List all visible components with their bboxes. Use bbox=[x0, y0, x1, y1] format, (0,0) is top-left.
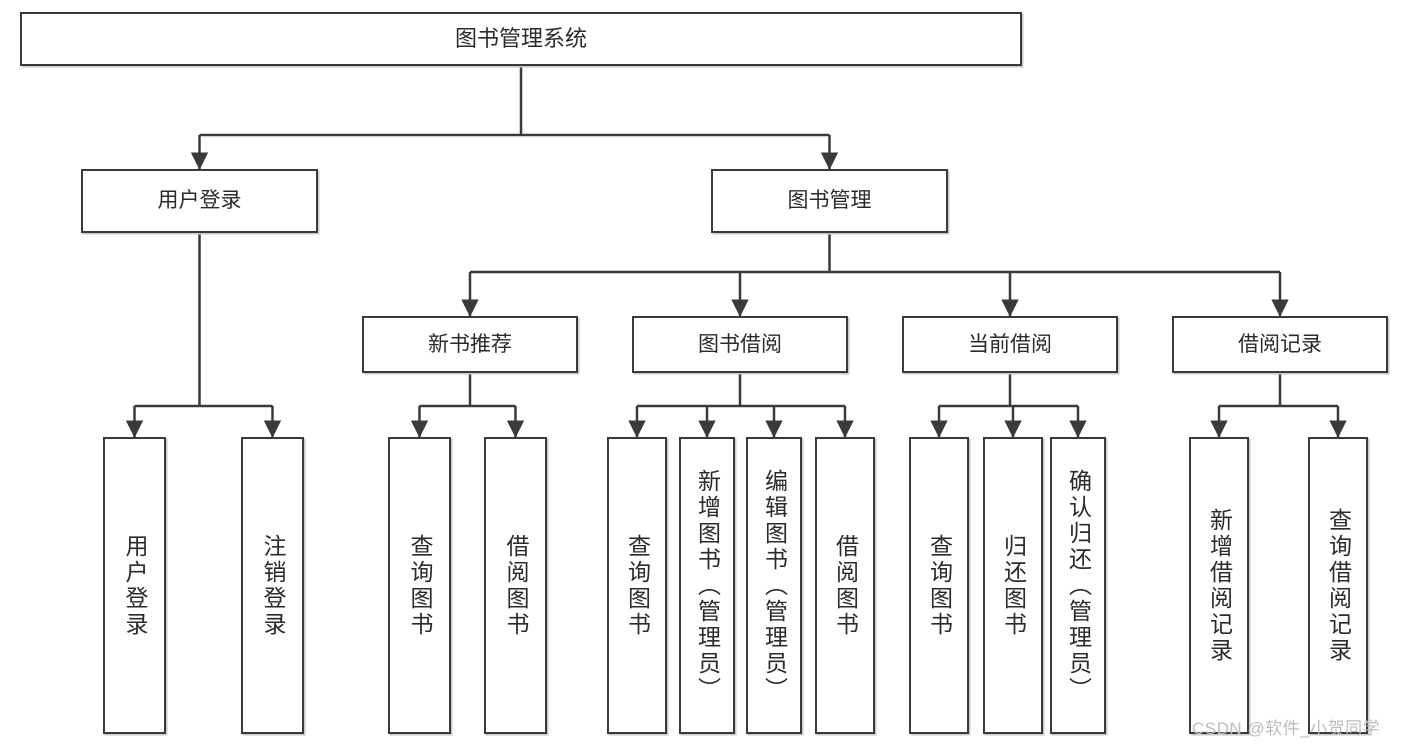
node-label: 借阅图书 bbox=[832, 533, 859, 638]
node-label: 图书借阅 bbox=[698, 332, 782, 356]
node-label: 图书管理 bbox=[787, 189, 872, 213]
node-leaf-query-book-1[interactable]: 查询图书 bbox=[388, 437, 451, 734]
node-label: 查询借阅记录 bbox=[1325, 507, 1352, 664]
node-leaf-user-login[interactable]: 用户登录 bbox=[103, 437, 166, 734]
node-label: 确认归还（管理员） bbox=[1065, 468, 1092, 703]
node-leaf-query-book-3[interactable]: 查询图书 bbox=[909, 437, 969, 734]
node-label: 新增借阅记录 bbox=[1206, 507, 1233, 664]
node-current-borrow[interactable]: 当前借阅 bbox=[902, 316, 1118, 373]
node-label: 查询图书 bbox=[407, 533, 433, 638]
node-leaf-user-logout[interactable]: 注销登录 bbox=[241, 437, 304, 734]
node-label: 查询图书 bbox=[624, 533, 651, 638]
node-label: 用户登录 bbox=[157, 189, 242, 213]
node-label: 借阅图书 bbox=[503, 533, 529, 638]
node-leaf-query-book-2[interactable]: 查询图书 bbox=[607, 437, 667, 734]
node-label: 查询图书 bbox=[926, 533, 953, 638]
node-user-login[interactable]: 用户登录 bbox=[81, 169, 318, 233]
node-label: 用户登录 bbox=[122, 533, 148, 638]
node-leaf-edit-book[interactable]: 编辑图书（管理员） bbox=[746, 437, 802, 734]
node-label: 归还图书 bbox=[1000, 533, 1027, 638]
node-leaf-confirm-return[interactable]: 确认归还（管理员） bbox=[1050, 437, 1106, 734]
node-leaf-borrow-book-1[interactable]: 借阅图书 bbox=[484, 437, 547, 734]
node-label: 新书推荐 bbox=[428, 332, 512, 356]
node-label: 新增图书（管理员） bbox=[694, 468, 721, 703]
node-leaf-add-record[interactable]: 新增借阅记录 bbox=[1189, 437, 1249, 734]
node-leaf-borrow-book-2[interactable]: 借阅图书 bbox=[815, 437, 875, 734]
node-book-manage[interactable]: 图书管理 bbox=[711, 169, 948, 233]
node-leaf-add-book[interactable]: 新增图书（管理员） bbox=[679, 437, 735, 734]
node-label: 编辑图书（管理员） bbox=[761, 468, 788, 703]
node-label: 当前借阅 bbox=[968, 332, 1052, 356]
watermark: CSDN @软件_小贺同学 bbox=[1192, 719, 1381, 738]
node-leaf-query-record[interactable]: 查询借阅记录 bbox=[1308, 437, 1368, 734]
node-label: 图书管理系统 bbox=[454, 25, 587, 51]
node-borrow-record[interactable]: 借阅记录 bbox=[1172, 316, 1388, 373]
node-leaf-return-book[interactable]: 归还图书 bbox=[983, 437, 1043, 734]
node-root[interactable]: 图书管理系统 bbox=[20, 12, 1022, 66]
node-new-book-rec[interactable]: 新书推荐 bbox=[362, 316, 578, 373]
node-label: 注销登录 bbox=[260, 533, 286, 638]
node-book-borrow[interactable]: 图书借阅 bbox=[632, 316, 848, 373]
node-label: 借阅记录 bbox=[1238, 332, 1322, 356]
